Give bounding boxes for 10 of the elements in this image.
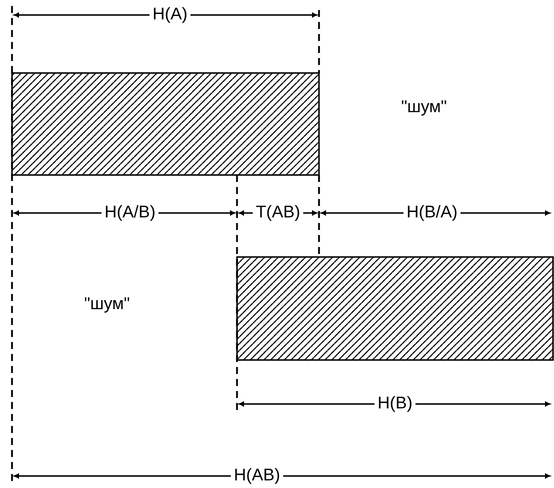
dimension-label: T(AB) bbox=[252, 202, 304, 224]
hatched-bar bbox=[236, 256, 554, 361]
hatched-bar bbox=[11, 72, 320, 176]
dimension-label: H(A) bbox=[150, 4, 190, 26]
dimension-label: H(B/A) bbox=[404, 202, 460, 224]
dimension-label: H(AB) bbox=[230, 465, 284, 487]
noise-label: "шум" bbox=[402, 100, 446, 116]
dimension-label: H(B) bbox=[374, 393, 416, 415]
noise-label: "шум" bbox=[84, 297, 130, 313]
dimension-label: H(A/B) bbox=[102, 202, 158, 224]
